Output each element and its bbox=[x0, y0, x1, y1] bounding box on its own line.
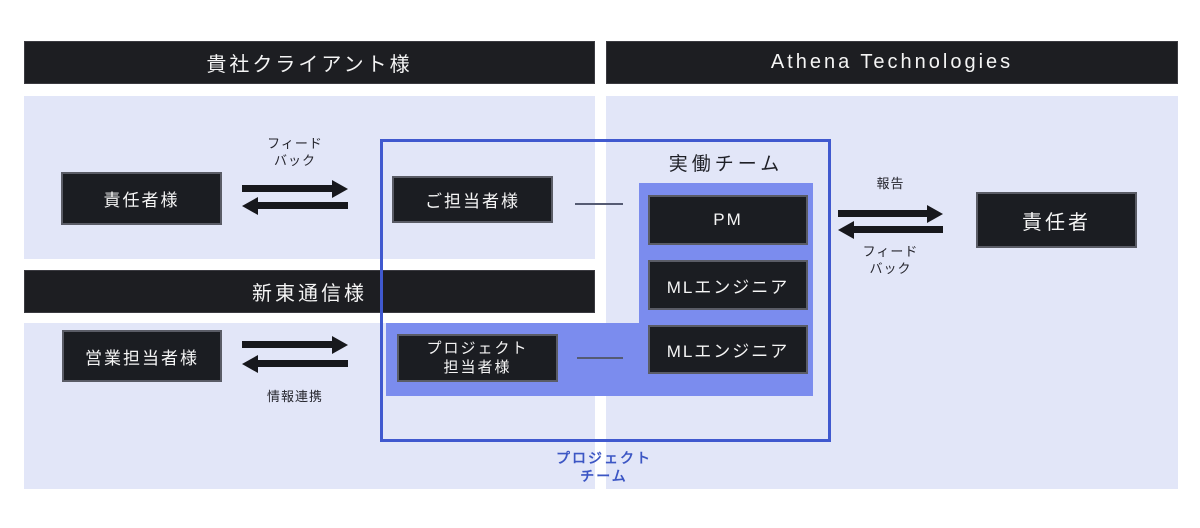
node-athena-manager-label: 責任者 bbox=[1022, 211, 1091, 234]
arrow-right-icon bbox=[242, 179, 348, 198]
label-feedback-left: フィード バック bbox=[242, 135, 348, 169]
label-feedback-right: フィード バック bbox=[838, 243, 943, 277]
node-ml-engineer-1-label: MLエンジニア bbox=[666, 277, 790, 297]
label-project-team-line2: チーム bbox=[580, 468, 628, 484]
arrow-right-icon bbox=[838, 204, 943, 223]
header-athena-label: Athena Technologies bbox=[770, 51, 1014, 73]
label-feedback-left-line1: フィード bbox=[267, 136, 323, 151]
label-feedback-left-line2: バック bbox=[273, 153, 316, 168]
node-ml-engineer-2-label: MLエンジニア bbox=[666, 342, 790, 361]
project-team-outline bbox=[380, 139, 831, 442]
label-info-sharing-text: 情報連携 bbox=[266, 389, 323, 404]
node-ml-engineer-1: MLエンジニア bbox=[648, 260, 808, 310]
arrow-left-icon bbox=[242, 354, 348, 373]
arrow-right-icon bbox=[242, 335, 348, 354]
header-shinto-tsushin: 新東通信様 bbox=[24, 270, 595, 313]
header-shinto-label: 新東通信様 bbox=[252, 283, 367, 305]
node-ml-engineer-2: MLエンジニア bbox=[648, 325, 808, 374]
node-pm: PM bbox=[648, 195, 808, 245]
node-shinto-project-contact: プロジェクト 担当者様 bbox=[397, 334, 558, 382]
arrow-left-icon bbox=[838, 220, 943, 239]
label-working-team-text: 実働チーム bbox=[668, 154, 784, 175]
node-shinto-project-contact-line2: 担当者様 bbox=[443, 359, 512, 376]
label-project-team-line1: プロジェクト bbox=[556, 450, 652, 466]
node-pm-label: PM bbox=[713, 210, 743, 229]
label-report-text: 報告 bbox=[876, 176, 905, 191]
node-shinto-sales-label: 営業担当者様 bbox=[85, 348, 199, 368]
label-report: 報告 bbox=[838, 175, 943, 192]
header-athena-technologies: Athena Technologies bbox=[606, 41, 1178, 84]
node-client-manager: 責任者様 bbox=[61, 172, 222, 225]
label-feedback-right-line2: バック bbox=[869, 261, 912, 276]
node-shinto-sales: 営業担当者様 bbox=[62, 330, 222, 382]
node-client-contact: ご担当者様 bbox=[392, 176, 553, 223]
label-project-team: プロジェクト チーム bbox=[544, 449, 664, 485]
node-client-contact-label: ご担当者様 bbox=[425, 192, 520, 211]
label-info-sharing: 情報連携 bbox=[242, 388, 348, 405]
arrow-left-icon bbox=[242, 196, 348, 215]
header-client-label: 貴社クライアント様 bbox=[206, 54, 413, 76]
node-shinto-project-contact-line1: プロジェクト bbox=[426, 340, 529, 357]
label-working-team: 実働チーム bbox=[640, 149, 812, 176]
connector-contact-to-team bbox=[575, 203, 623, 205]
node-client-manager-label: 責任者様 bbox=[103, 191, 180, 210]
node-athena-manager: 責任者 bbox=[976, 192, 1137, 248]
header-client-company: 貴社クライアント様 bbox=[24, 41, 595, 84]
label-feedback-right-line1: フィード bbox=[862, 244, 919, 259]
connector-project-contact-to-team bbox=[577, 357, 623, 359]
